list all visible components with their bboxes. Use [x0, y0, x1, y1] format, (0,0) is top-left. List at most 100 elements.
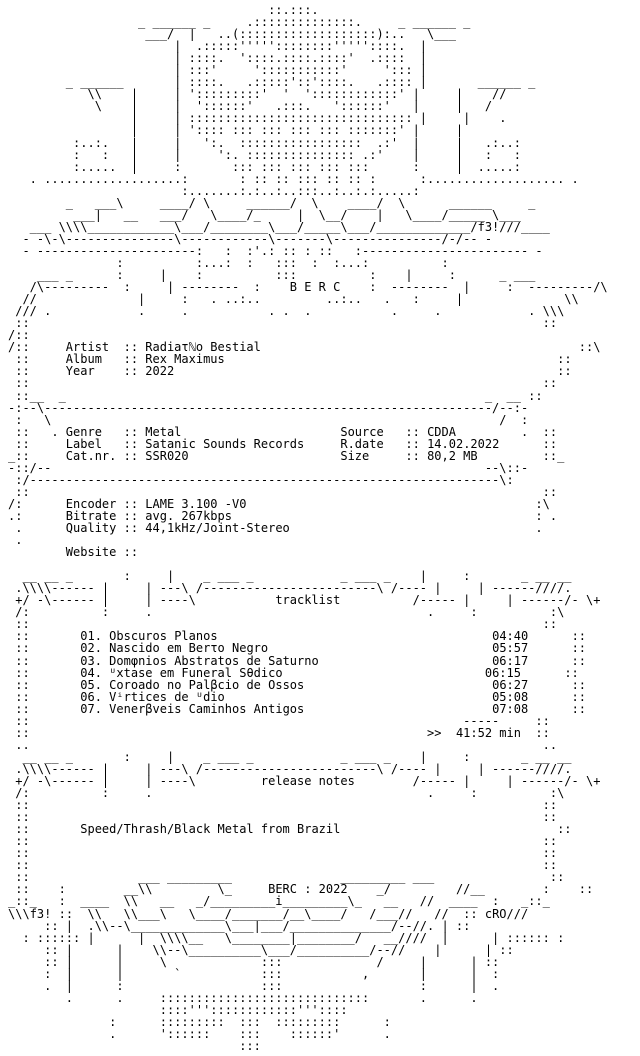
art-line: :: : __\\ \_ BERC : 2022 _/ //__ : ::	[8, 882, 594, 897]
art-line: /: : . . : :\	[8, 786, 565, 801]
album-label: Album	[65, 352, 102, 367]
track-number: 05.	[80, 677, 102, 692]
art-line: :..... | : ::: ::: ::: ::: ::: : | .....…	[8, 159, 521, 174]
track-row: :: 07. Venerβveis Caminhos Antigos 07:08…	[8, 701, 587, 716]
tracklist-title: tracklist	[275, 593, 341, 608]
art-line: . ...................: : :: :: ::: :: ::…	[8, 171, 579, 186]
separator: -::/-- --\::-	[8, 460, 529, 475]
art-line: .\\\\------ | | ---\ /------------------…	[8, 581, 572, 596]
track-title: Domφnios Abstratos de Saturno	[109, 653, 319, 668]
nfo-viewer: ::.:::. _ ______ _ .::::::::::::::. _ __…	[8, 4, 632, 1052]
art-line: \ | | '::::::' .:::. '::::::' | | /	[8, 99, 493, 114]
art-line: _::_ : ____ \\ __ _/_________i_________\…	[8, 894, 550, 909]
quality-label: Quality	[65, 521, 117, 536]
tag-cro: cRO	[484, 906, 507, 921]
total-row: :: >> 41:52 min ::	[8, 725, 550, 740]
info-row-catnr: _:: Cat.nr. :: SSR020 Size :: 80,2 MB ::…	[8, 448, 565, 463]
track-time: 06:15	[484, 665, 521, 680]
tag-f3: f3!	[477, 219, 500, 234]
section-header-release-notes: +/ -\------ | | ----\ release notes /---…	[8, 774, 601, 788]
art-line: :: | | \ ::: / | | ::	[8, 954, 500, 969]
art-line: | :::' ':::::::::::' '::: |	[8, 63, 428, 78]
art-line: .	[8, 533, 23, 548]
separator: ::__ _ _ __ ::	[8, 388, 543, 403]
art-line: :: | .\\--\_____________\___|___/_______…	[8, 918, 471, 933]
art-line: :.......:.:..:..:::..:..:.:.....:	[8, 183, 420, 198]
rdate-value: 14.02.2022	[427, 436, 500, 451]
track-time: 06:27	[492, 677, 529, 692]
catnr-label: Cat.nr.	[65, 448, 117, 463]
group-footer: BERC : 2022	[268, 882, 348, 897]
track-time: 05:08	[492, 689, 529, 704]
label-label: Label	[65, 436, 102, 451]
info-row-label: :: Label :: Satanic Sounds Records R.dat…	[8, 436, 558, 451]
separator: : \ / :	[8, 412, 529, 427]
track-title: Venerβveis Caminhos Antigos	[109, 701, 305, 716]
year-value: 2022	[145, 364, 175, 379]
genre-label: Genre	[65, 424, 102, 439]
total-time: 41:52 min	[455, 725, 521, 740]
track-time: 07:08	[492, 701, 529, 716]
info-row-website: Website ::	[65, 545, 146, 560]
track-number: 02.	[80, 641, 102, 656]
track-time: 06:17	[492, 653, 529, 668]
art-line: __ __ _ : | _ ___ _ _ ___ _ | : _ __ __	[8, 569, 572, 584]
track-row: :: 01. Obscuros Planos 04:40 ::	[8, 629, 587, 644]
art-line: ___/ | ..(:::::::::::::::::::):.. \___	[8, 27, 456, 42]
quality-value: 44,1kHz/Joint-Stereo	[145, 521, 290, 536]
total-divider: :: ----- ::	[8, 713, 550, 728]
info-row-genre: :: . Genre :: Metal Source :: CDDA . ::	[8, 424, 558, 439]
art-line: /::	[8, 328, 30, 343]
art-line: :: ::	[8, 376, 558, 391]
separator: :/--------------------------------------…	[8, 472, 514, 487]
track-title: Vⁱrtices de ᵁdio	[109, 689, 225, 704]
artist-value: Radiaτℕo Bestial	[145, 340, 261, 355]
label-value: Satanic Sounds Records	[145, 436, 305, 451]
art-line: :: ::	[8, 617, 558, 632]
art-line: : ::::::::: ::: ::::::::: :	[8, 1014, 391, 1029]
rdate-label: R.date	[340, 436, 384, 451]
total-marker: >>	[427, 725, 442, 740]
track-number: 03.	[80, 653, 102, 668]
art-line: :: ::	[8, 858, 558, 873]
art-line: /// . . . . . . . . . \\\	[8, 304, 565, 319]
art-line: :: ::	[8, 484, 558, 499]
release-notes-title: release notes	[260, 774, 355, 788]
art-line: - ----------------------: : :'.: :: : ::…	[8, 243, 543, 258]
track-number: 07.	[80, 701, 102, 716]
info-row-year: :: Year :: 2022 ::	[8, 364, 572, 379]
art-line: ::.:::.	[8, 4, 319, 17]
year-label: Year	[65, 364, 95, 379]
art-line: :: ::	[8, 810, 558, 825]
size-label: Size	[340, 448, 370, 463]
art-line: ___ _ : | : ::: : | : _ ___	[8, 268, 536, 283]
track-title: ᵁxtase em Funeral Sθdico	[109, 665, 283, 680]
track-row: :: 04. ᵁxtase em Funeral Sθdico 06:15 ::	[8, 665, 579, 680]
track-row: :: 05. Coroado no Palβcio de Ossos 06:27…	[8, 677, 587, 692]
art-line: .. ..	[8, 737, 558, 752]
art-line: | .:::::'''''::::::::'''''::::. |	[8, 39, 428, 54]
encoder-label: Encoder	[65, 496, 117, 511]
art-line: : :::::: | | \\\\__ \________|________/ …	[8, 930, 565, 945]
source-value: CDDA	[427, 424, 456, 439]
art-line: | ::::. '::::.::::.::::' .:::: |	[8, 51, 428, 66]
art-line: : : | | ':. ::::::::::::::: .:' | | : :	[8, 147, 521, 162]
track-row: :: 02. Nascido em Berτo Negro 05:57 ::	[8, 641, 587, 656]
track-row: :: 06. Vⁱrtices de ᵁdio 05:08 ::	[8, 689, 586, 704]
art-line: - -\-\---------------\------------\-----…	[8, 231, 493, 246]
size-value: 80,2 MB	[427, 448, 478, 463]
art-line: :: ::	[8, 798, 558, 813]
art-line: __ __ _ : | _ ___ _ _ ___ _ | : _ __ __	[8, 749, 572, 764]
art-line: :: ___ _________ _________ ___ ::	[8, 870, 565, 885]
track-title: Coroado no Palβcio de Ossos	[109, 677, 305, 692]
art-line: . . ::::::::::::::::::::::::::::: . .	[8, 990, 478, 1005]
art-line: _ ______ | ::::. .:::::'::'::::. .:::: |…	[8, 75, 536, 90]
art-line: :::	[8, 1039, 261, 1052]
info-row-quality: . Quality :: 44,1kHz/Joint-Stereo .	[8, 521, 543, 536]
info-row-encoder: /: Encoder :: LAME 3.100 -V0 :\	[8, 496, 550, 511]
website-label: Website	[65, 545, 117, 560]
art-line: /\--------- : | -------- : B E R C : ---…	[8, 280, 608, 295]
art-line: _ ______ _ .::::::::::::::. _ ______ _	[8, 15, 471, 30]
artist-label: Artist	[65, 340, 110, 355]
track-time: 05:57	[492, 641, 529, 656]
